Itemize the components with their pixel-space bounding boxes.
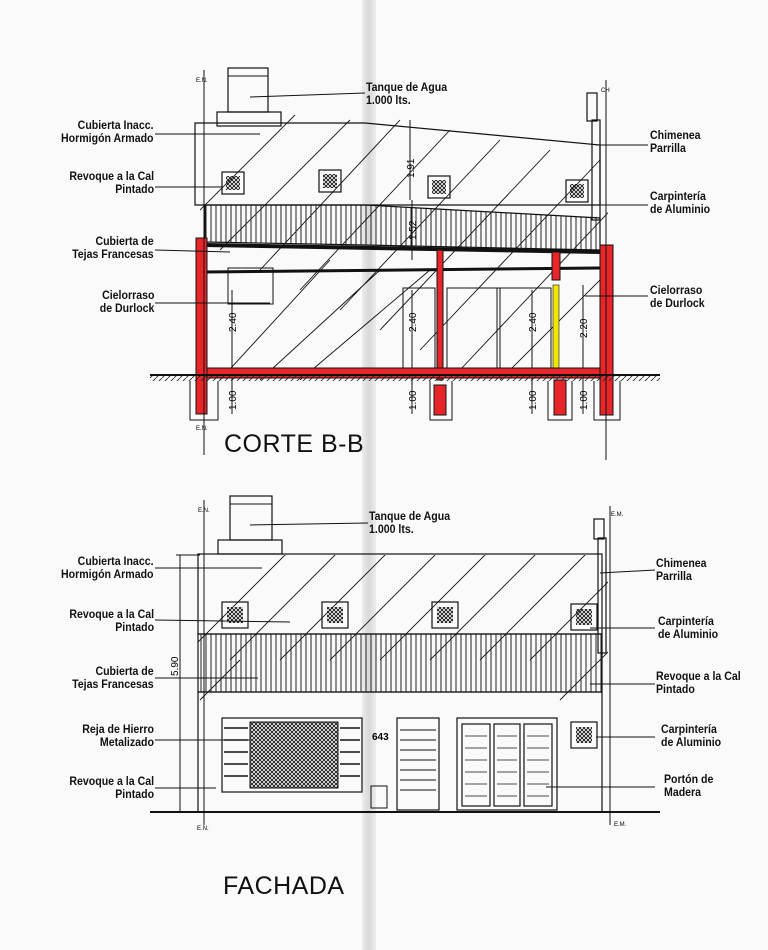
mark-en-1: E.N. bbox=[196, 78, 208, 84]
mark-em-2: E.M. bbox=[614, 822, 627, 828]
mark-en-2: E.N. bbox=[196, 426, 208, 432]
dim-1-00a: 1.00 bbox=[228, 390, 239, 410]
fachada-windows bbox=[221, 601, 598, 631]
mark-em-1: E.M. bbox=[611, 512, 624, 518]
dim-1-00d: 1.00 bbox=[579, 390, 590, 410]
fachada-title: FACHADA bbox=[223, 872, 345, 900]
mark-en-4: E.N. bbox=[197, 826, 209, 832]
corte-title: CORTE B-B bbox=[224, 430, 365, 458]
window-icons bbox=[221, 169, 589, 203]
dim-5-90: 5.90 bbox=[170, 656, 181, 676]
dim-2-40c: 2.40 bbox=[528, 312, 539, 332]
iron-grille bbox=[221, 717, 363, 793]
dim-2-40a: 2.40 bbox=[228, 312, 239, 332]
fachada-leaders bbox=[154, 522, 656, 789]
dim-1-52: 1.52 bbox=[408, 220, 419, 240]
house-number: 643 bbox=[372, 732, 389, 743]
wooden-gate bbox=[456, 717, 558, 811]
corte-leaders bbox=[154, 92, 648, 304]
dim-1-00b: 1.00 bbox=[408, 390, 419, 410]
mark-ch: CH bbox=[601, 88, 610, 94]
fachada-label-cubierta-inacc: Cubierta Inacc.Hormigón Armado bbox=[61, 556, 154, 581]
mark-en-3: E.N. bbox=[198, 508, 210, 514]
dim-2-20: 2.20 bbox=[579, 318, 590, 338]
dim-1-00c: 1.00 bbox=[528, 390, 539, 410]
entry-door bbox=[396, 717, 440, 811]
dim-2-40b: 2.40 bbox=[408, 312, 419, 332]
fachada-tile-roof bbox=[197, 633, 603, 693]
dim-1-91: 1.91 bbox=[406, 158, 417, 178]
corte-label-cubierta-inacc: Cubierta Inacc.Hormigón Armado bbox=[61, 120, 154, 145]
